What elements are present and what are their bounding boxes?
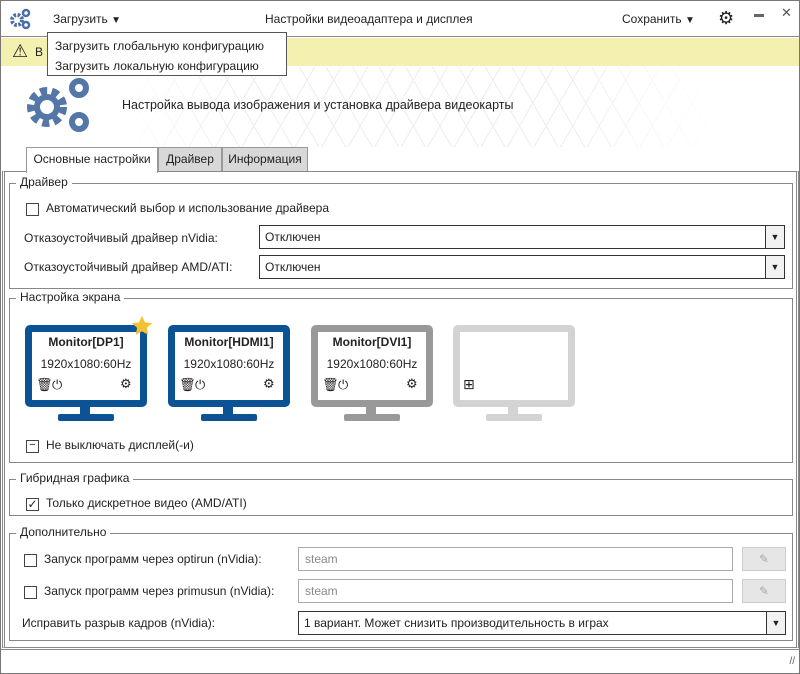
- monitor-resolution: 1920x1080:60Hz: [40, 357, 132, 371]
- screen-group: Настройка экрана Monitor[DP1] 1920x1080:…: [9, 290, 793, 463]
- group-title: Гибридная графика: [16, 471, 134, 485]
- trash-icon[interactable]: 🗑: [322, 377, 339, 392]
- monitor-name: Monitor[HDMI1]: [184, 335, 274, 349]
- extra-group: Дополнительно Запуск программ через opti…: [9, 525, 793, 641]
- auto-driver-checkbox[interactable]: [26, 203, 39, 216]
- monitor-name: Monitor[DVI1]: [332, 335, 412, 349]
- header-text: Настройка вывода изображения и установка…: [122, 98, 514, 112]
- load-label: Загрузить: [53, 12, 108, 26]
- monitor-resolution: 1920x1080:60Hz: [183, 357, 275, 371]
- add-icon[interactable]: ⊞: [463, 376, 475, 392]
- monitor-dvi1[interactable]: Monitor[DVI1] 1920x1080:60Hz 🗑⏻ ⚙: [311, 325, 433, 421]
- keep-display-on-label: Не выключать дисплей(-и): [46, 438, 194, 452]
- resize-grip-icon[interactable]: //: [789, 656, 795, 667]
- power-icon[interactable]: ⏻: [338, 377, 349, 392]
- discrete-video-checkbox[interactable]: ✓: [26, 497, 39, 511]
- minimize-button[interactable]: [754, 14, 764, 17]
- tab-driver[interactable]: Драйвер: [158, 147, 222, 172]
- trash-icon[interactable]: 🗑: [179, 377, 196, 392]
- keep-display-on-checkbox[interactable]: −: [26, 440, 39, 453]
- optirun-input[interactable]: steam: [298, 547, 733, 571]
- window-title: Настройки видеоадаптера и дисплея: [265, 12, 473, 26]
- gear-icon[interactable]: ⚙: [263, 376, 275, 391]
- trash-icon[interactable]: 🗑: [36, 377, 53, 392]
- warning-icon: ⚠: [12, 41, 29, 61]
- edit-primusun-button[interactable]: ✎: [742, 579, 786, 603]
- dropdown-arrow-icon: ▼: [766, 612, 785, 634]
- pencil-icon: ✎: [758, 552, 770, 566]
- caret-down-icon: ▼: [684, 15, 695, 26]
- header: Настройка вывода изображения и установка…: [1, 67, 799, 147]
- primusun-input[interactable]: steam: [298, 579, 733, 603]
- add-monitor[interactable]: ⊞: [453, 325, 575, 421]
- auto-driver-label: Автоматический выбор и использование дра…: [46, 201, 329, 215]
- optirun-checkbox[interactable]: [24, 554, 37, 567]
- hybrid-group: Гибридная графика ✓ Только дискретное ви…: [9, 471, 793, 516]
- nvidia-driver-select[interactable]: Отключен ▼: [259, 225, 785, 249]
- status-bar: //: [1, 649, 799, 673]
- amd-driver-label: Отказоустойчивый драйвер AMD/ATI:: [24, 260, 233, 274]
- tearing-label: Исправить разрыв кадров (nVidia):: [22, 616, 216, 630]
- tab-main-settings[interactable]: Основные настройки: [26, 147, 158, 173]
- primary-star-icon: [131, 315, 153, 335]
- selected-value: 1 вариант. Может снизить производительно…: [304, 616, 609, 630]
- menu-item-load-global[interactable]: Загрузить глобальную конфигурацию: [55, 39, 264, 53]
- monitor-name: Monitor[DP1]: [48, 335, 124, 349]
- group-title: Драйвер: [16, 175, 72, 189]
- group-title: Настройка экрана: [16, 290, 125, 304]
- power-icon[interactable]: ⏻: [195, 377, 206, 392]
- load-dropdown-menu: Загрузить глобальную конфигурацию Загруз…: [47, 32, 287, 76]
- dropdown-arrow-icon: ▼: [765, 226, 784, 248]
- group-title: Дополнительно: [16, 525, 111, 539]
- save-label: Сохранить: [622, 12, 682, 26]
- monitor-hdmi1[interactable]: Monitor[HDMI1] 1920x1080:60Hz 🗑⏻ ⚙: [168, 325, 290, 421]
- caret-down-icon: ▼: [111, 15, 122, 26]
- load-menu-button[interactable]: Загрузить ▼: [53, 12, 121, 26]
- pencil-icon: ✎: [758, 584, 770, 598]
- primusun-label: Запуск программ через primusun (nVidia):: [44, 584, 275, 598]
- nvidia-driver-label: Отказоустойчивый драйвер nVidia:: [24, 231, 218, 245]
- banner-text: В: [35, 45, 44, 59]
- save-menu-button[interactable]: Сохранить ▼: [622, 12, 695, 26]
- gear-icon[interactable]: ⚙: [120, 376, 132, 391]
- close-button[interactable]: ✕: [781, 5, 792, 20]
- edit-optirun-button[interactable]: ✎: [742, 547, 786, 571]
- selected-value: Отключен: [265, 260, 321, 274]
- dropdown-arrow-icon: ▼: [765, 256, 784, 278]
- tearing-select[interactable]: 1 вариант. Может снизить производительно…: [298, 611, 786, 635]
- tab-pane: [2, 171, 799, 648]
- title-bar: Загрузить ▼ Настройки видеоадаптера и ди…: [1, 1, 799, 37]
- gears-icon: [27, 78, 89, 132]
- gear-icon[interactable]: ⚙: [718, 8, 735, 28]
- tab-information[interactable]: Информация: [222, 147, 308, 172]
- discrete-video-label: Только дискретное видео (AMD/ATI): [46, 496, 247, 510]
- optirun-label: Запуск программ через optirun (nVidia):: [44, 552, 262, 566]
- selected-value: Отключен: [265, 230, 321, 244]
- menu-item-load-local[interactable]: Загрузить локальную конфигурацию: [55, 59, 259, 73]
- driver-group: Драйвер Автоматический выбор и использов…: [9, 175, 793, 289]
- monitor-dp1[interactable]: Monitor[DP1] 1920x1080:60Hz 🗑⏻ ⚙: [25, 315, 153, 421]
- power-icon[interactable]: ⏻: [52, 377, 63, 392]
- gear-icon[interactable]: ⚙: [406, 376, 418, 391]
- monitor-resolution: 1920x1080:60Hz: [326, 357, 418, 371]
- amd-driver-select[interactable]: Отключен ▼: [259, 255, 785, 279]
- gears-icon: [10, 8, 31, 30]
- primusun-checkbox[interactable]: [24, 586, 37, 599]
